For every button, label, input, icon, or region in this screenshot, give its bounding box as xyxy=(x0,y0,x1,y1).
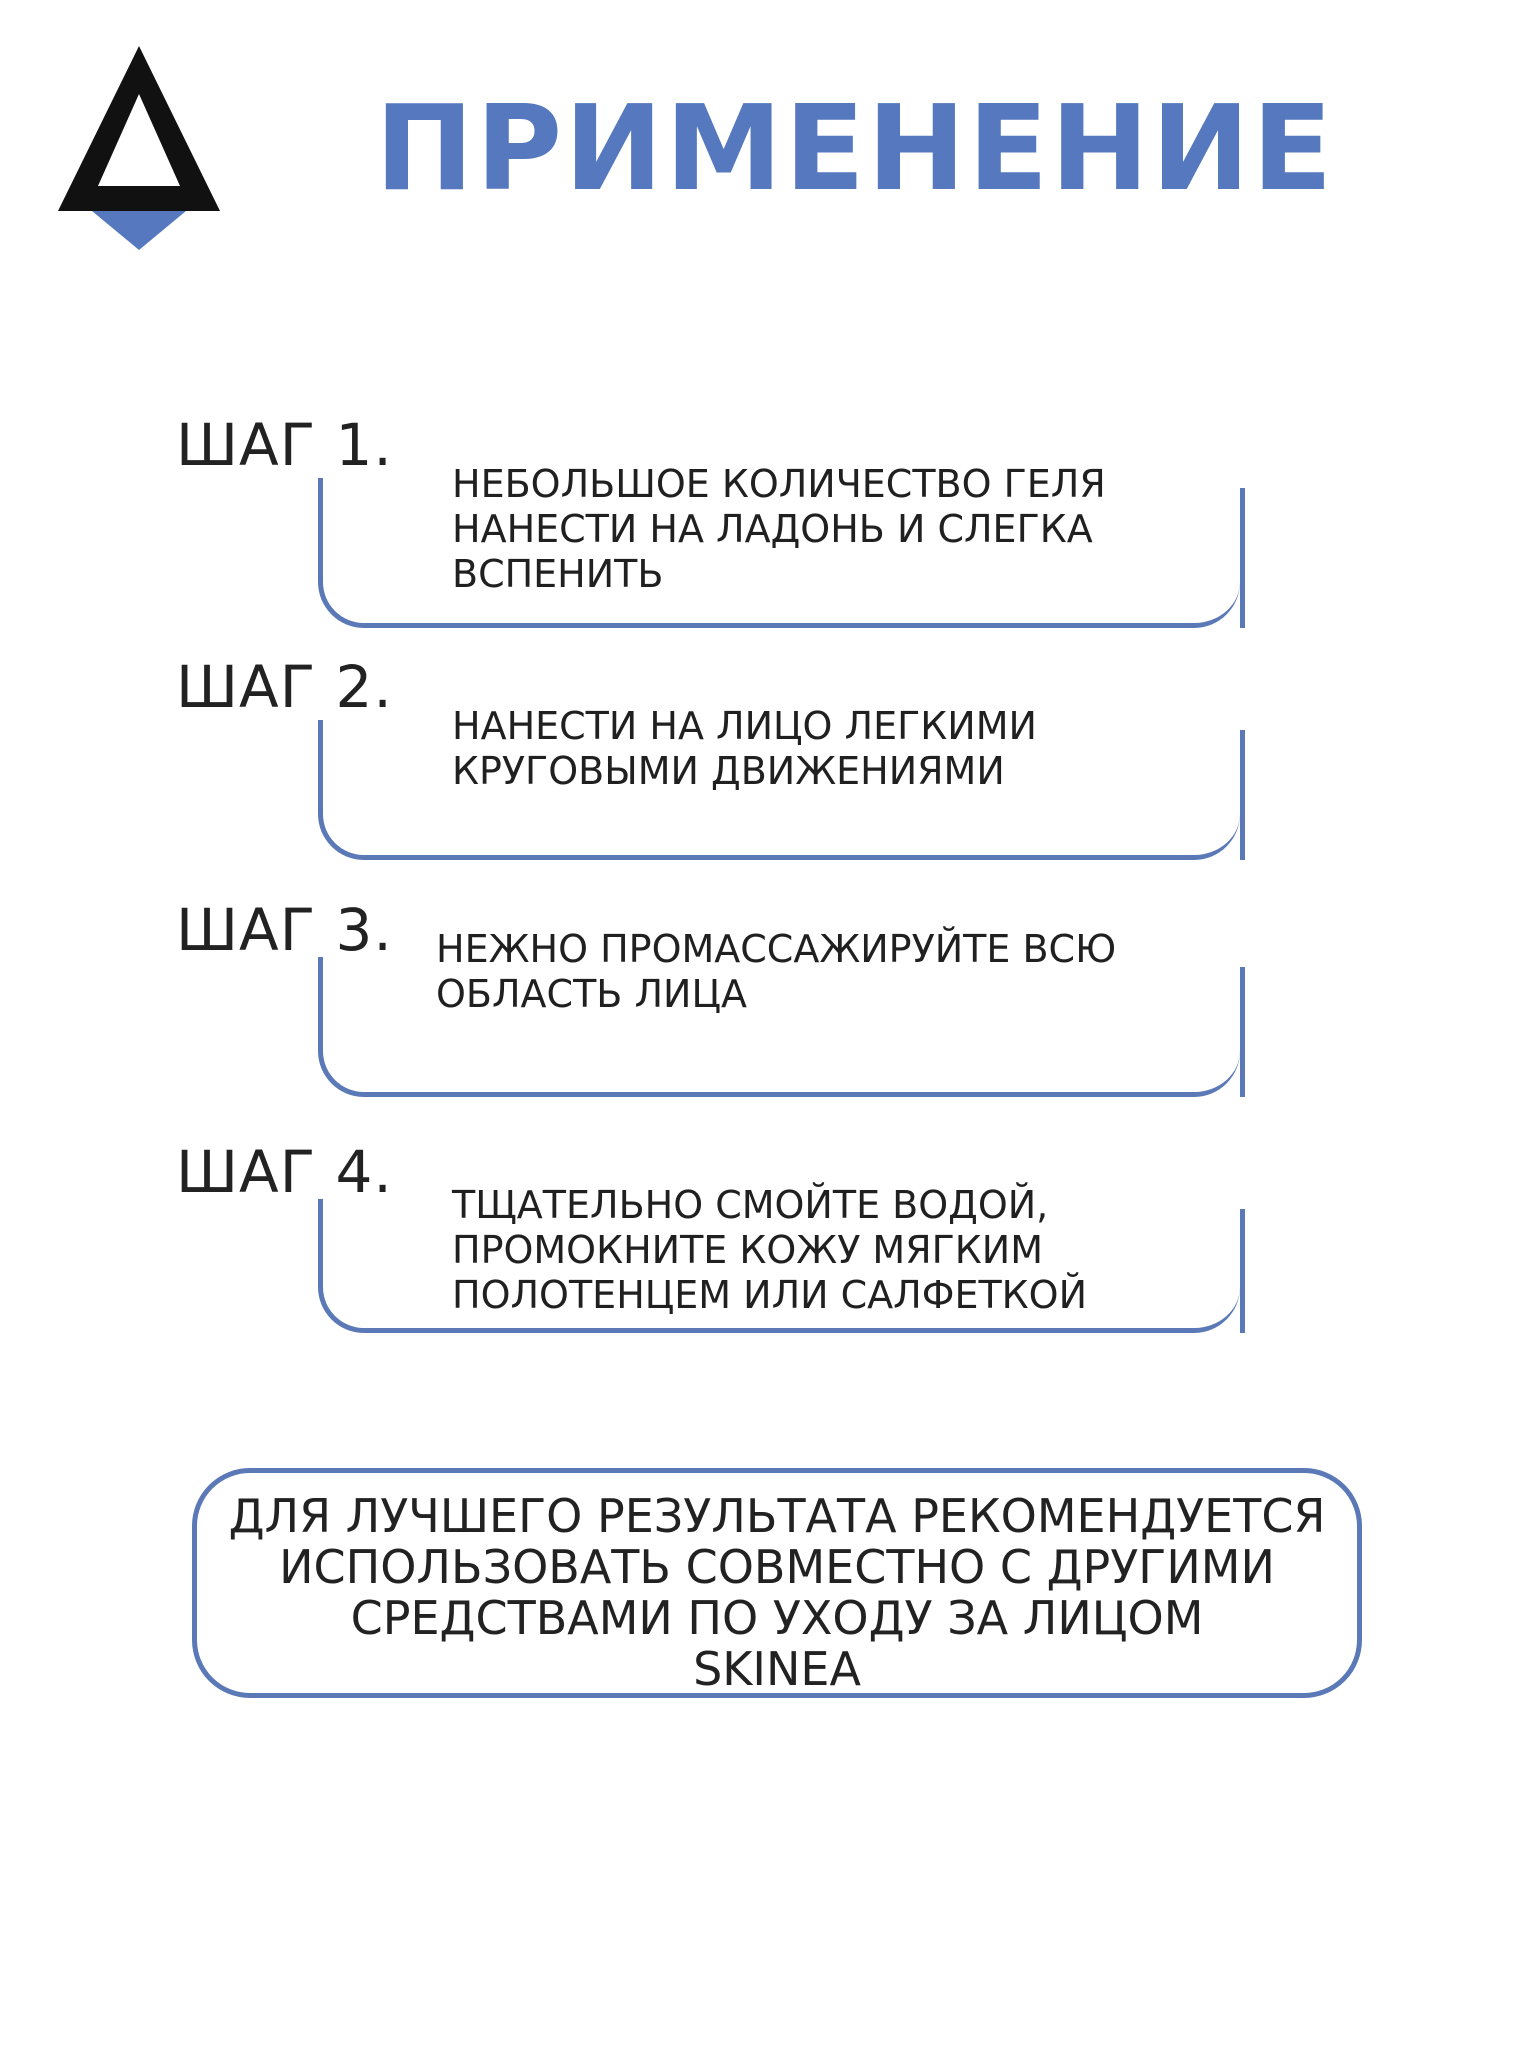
step-label: ШАГ 1. xyxy=(176,411,393,479)
page-title: ПРИМЕНЕНИЕ xyxy=(375,79,1335,217)
recommendation-box: ДЛЯ ЛУЧШЕГО РЕЗУЛЬТАТА РЕКОМЕНДУЕТСЯ ИСП… xyxy=(192,1468,1362,1698)
step-text-line: НЕЖНО ПРОМАССАЖИРУЙТЕ ВСЮ xyxy=(436,927,1117,971)
step-label: ШАГ 4. xyxy=(176,1138,393,1206)
step-frame xyxy=(318,957,1245,1097)
step-4: ШАГ 4. ТЩАТЕЛЬНО СМОЙТЕ ВОДОЙ, ПРОМОКНИТ… xyxy=(0,1137,1536,1337)
recommendation-line: SKINEA xyxy=(693,1642,861,1696)
step-3: ШАГ 3. НЕЖНО ПРОМАССАЖИРУЙТЕ ВСЮ ОБЛАСТЬ… xyxy=(0,895,1536,1097)
step-text-line: НЕБОЛЬШОЕ КОЛИЧЕСТВО ГЕЛЯ xyxy=(452,462,1106,506)
recommendation-line: ИСПОЛЬЗОВАТЬ СОВМЕСТНО С ДРУГИМИ xyxy=(279,1540,1275,1594)
step-label: ШАГ 2. xyxy=(176,653,393,721)
step-text-line: НАНЕСТИ НА ЛАДОНЬ И СЛЕГКА xyxy=(452,507,1093,551)
step-2: ШАГ 2. НАНЕСТИ НА ЛИЦО ЛЕГКИМИ КРУГОВЫМИ… xyxy=(0,652,1536,860)
step-text-line: ВСПЕНИТЬ xyxy=(452,552,664,596)
step-text-line: КРУГОВЫМИ ДВИЖЕНИЯМИ xyxy=(452,749,1005,793)
step-text-line: НАНЕСТИ НА ЛИЦО ЛЕГКИМИ xyxy=(452,704,1037,748)
step-text-line: ТЩАТЕЛЬНО СМОЙТЕ ВОДОЙ, xyxy=(452,1183,1049,1227)
step-frame xyxy=(318,1199,1245,1333)
step-text-line: ПРОМОКНИТЕ КОЖУ МЯГКИМ xyxy=(452,1228,1043,1272)
recommendation-line: ДЛЯ ЛУЧШЕГО РЕЗУЛЬТАТА РЕКОМЕНДУЕТСЯ xyxy=(228,1489,1326,1543)
triangle-logo-icon xyxy=(58,46,220,250)
step-description: ТЩАТЕЛЬНО СМОЙТЕ ВОДОЙ, ПРОМОКНИТЕ КОЖУ … xyxy=(452,1183,1232,1318)
step-description: НЕЖНО ПРОМАССАЖИРУЙТЕ ВСЮ ОБЛАСТЬ ЛИЦА xyxy=(436,927,1216,1017)
frame-right-edge xyxy=(1240,967,1245,1097)
recommendation-text: ДЛЯ ЛУЧШЕГО РЕЗУЛЬТАТА РЕКОМЕНДУЕТСЯ ИСП… xyxy=(197,1491,1357,1695)
step-text-line: ПОЛОТЕНЦЕМ ИЛИ САЛФЕТКОЙ xyxy=(452,1273,1087,1317)
step-frame xyxy=(318,720,1245,860)
step-description: НАНЕСТИ НА ЛИЦО ЛЕГКИМИ КРУГОВЫМИ ДВИЖЕН… xyxy=(452,704,1232,794)
recommendation-line: СРЕДСТВАМИ ПО УХОДУ ЗА ЛИЦОМ xyxy=(350,1591,1204,1645)
step-text-line: ОБЛАСТЬ ЛИЦА xyxy=(436,972,747,1016)
step-label: ШАГ 3. xyxy=(176,896,393,964)
step-1: ШАГ 1. НЕБОЛЬШОЕ КОЛИЧЕСТВО ГЕЛЯ НАНЕСТИ… xyxy=(0,410,1536,628)
step-frame xyxy=(318,478,1245,628)
frame-right-edge xyxy=(1240,1209,1245,1333)
step-description: НЕБОЛЬШОЕ КОЛИЧЕСТВО ГЕЛЯ НАНЕСТИ НА ЛАД… xyxy=(452,462,1232,597)
frame-right-edge xyxy=(1240,488,1245,628)
frame-right-edge xyxy=(1240,730,1245,860)
